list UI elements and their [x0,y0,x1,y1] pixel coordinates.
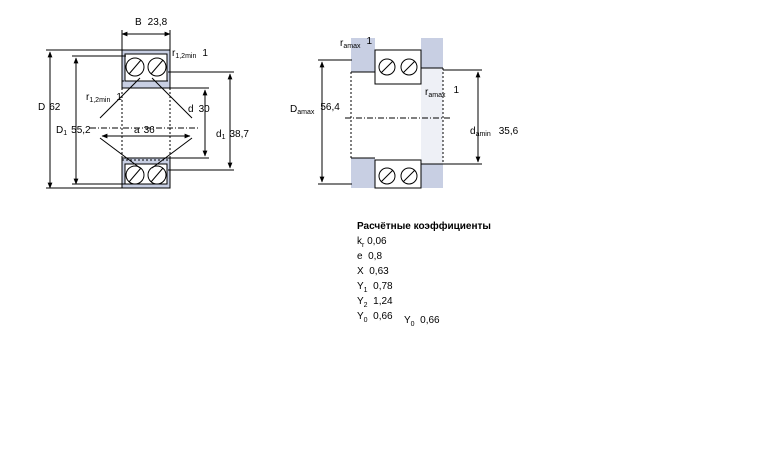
coef-row-x: X 0,63 [357,266,389,277]
bearing-section-left [90,49,200,189]
dimension-lines-left [46,30,234,189]
dimension-lines-right [318,59,482,185]
coef-row-y0: Y0 0,66 [357,311,393,324]
mounting-section-right [345,38,450,189]
coefficients-panel: Расчётные коэффициенты kr 0,06 e 0,8 X 0… [357,219,587,324]
coef-row-kr: kr 0,06 [357,236,387,249]
coef-row-y1: Y1 0,78 [357,281,393,294]
coef-row-y2: Y2 1,24 [357,296,393,309]
coef-extra-y0: Y0 0,66 [404,315,440,328]
coef-row-e: e 0,8 [357,251,383,262]
coefficients-title: Расчётные коэффициенты [357,221,491,232]
